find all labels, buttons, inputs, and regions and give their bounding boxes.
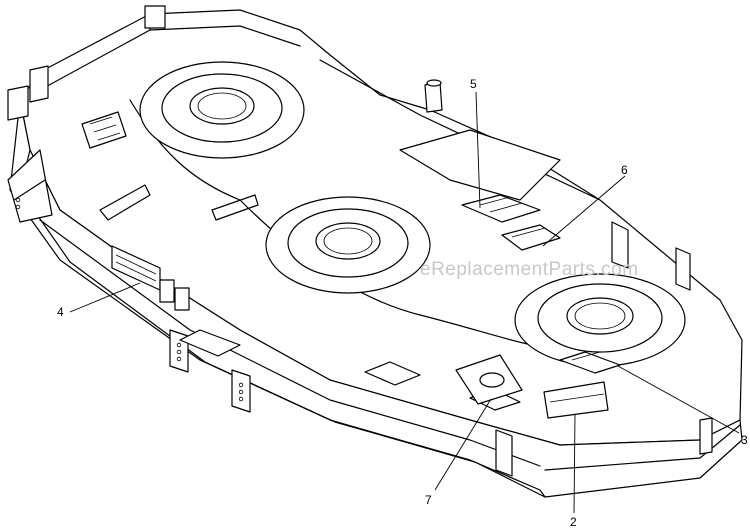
callout-7: 7 — [425, 493, 432, 507]
decal-7 — [455, 354, 523, 405]
decal-left-rear — [81, 111, 127, 149]
callout-2: 2 — [570, 515, 577, 529]
spindle-right — [514, 273, 686, 367]
decal-4 — [111, 245, 190, 311]
spindle-left — [139, 61, 305, 159]
spindle-center — [265, 196, 431, 294]
callout-3: 3 — [741, 433, 748, 447]
decal-6 — [501, 224, 561, 251]
decal-2 — [543, 381, 609, 419]
callout-5: 5 — [470, 77, 477, 91]
callout-4: 4 — [57, 305, 64, 319]
decal-5 — [461, 194, 541, 223]
decal-3 — [559, 351, 621, 374]
leader-lines — [69, 91, 740, 514]
callout-6: 6 — [621, 163, 628, 177]
watermark: eReplacementParts.com — [420, 259, 639, 280]
